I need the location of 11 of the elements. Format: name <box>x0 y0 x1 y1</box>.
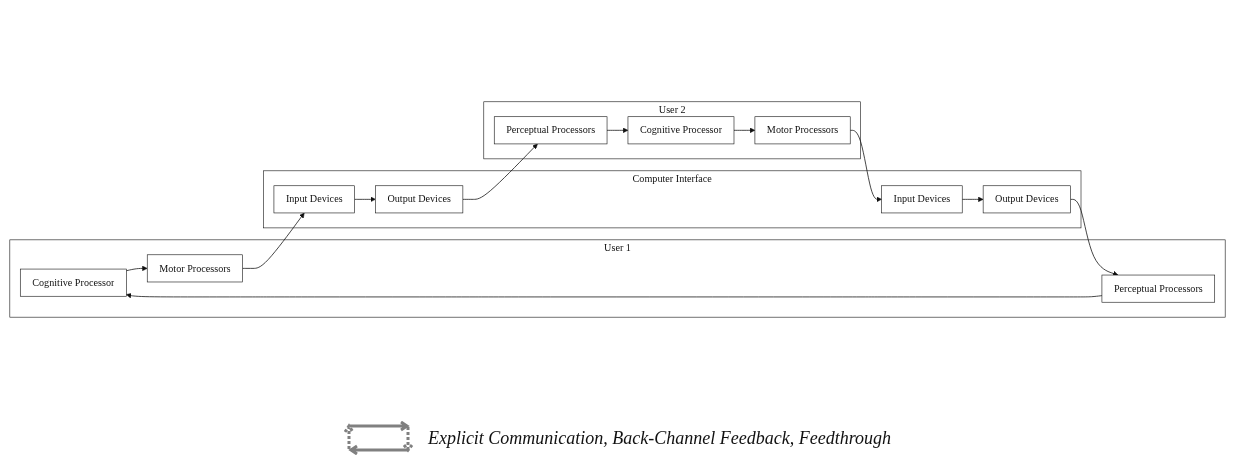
node-box: Output Devices <box>982 185 1071 214</box>
node-box: Input Devices <box>273 185 355 214</box>
node-box: Motor Processors <box>146 254 243 283</box>
node-box: Cognitive Processor <box>627 116 735 145</box>
node-box: Cognitive Processor <box>20 268 127 297</box>
annotation-text: Explicit Communication, Back-Channel Feedback, Feedthrough <box>427 427 892 449</box>
node-box: Output Devices <box>375 185 464 214</box>
node-box: Motor Processors <box>754 116 851 145</box>
node-box: Perceptual Processors <box>1101 274 1215 303</box>
node-box: Input Devices <box>881 185 963 214</box>
node-box: Perceptual Processors <box>493 116 608 145</box>
